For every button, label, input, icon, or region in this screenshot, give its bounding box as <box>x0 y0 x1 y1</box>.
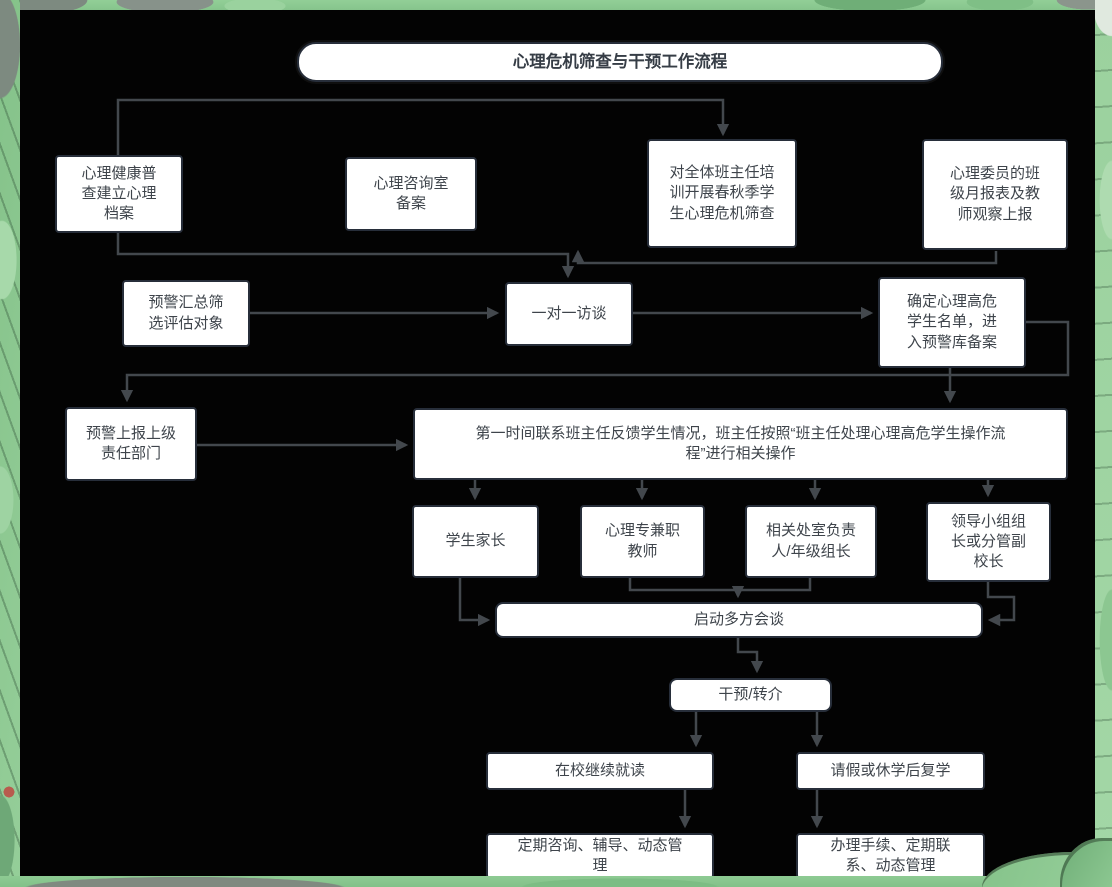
node-intervention-referral: 干预/转介 <box>669 678 832 712</box>
connector-survey-to-training <box>116 98 730 156</box>
node-warning-screening: 预警汇总筛 选评估对象 <box>122 280 250 347</box>
painted-frame-left <box>0 0 20 887</box>
node-stay-in-school: 在校继续就读 <box>486 752 714 790</box>
node-one-on-one-interview: 一对一访谈 <box>505 282 633 346</box>
connector-survey-to-interview <box>116 232 575 279</box>
connector-monthlyreport-to-junction <box>571 249 998 265</box>
painted-frame-top <box>0 0 1112 10</box>
connector-psychteacher-merge <box>628 578 738 592</box>
node-parents: 学生家长 <box>412 505 539 578</box>
flowchart-title: 心理危机筛查与干预工作流程 <box>297 42 943 82</box>
connector-meeting-to-intervention <box>736 638 764 674</box>
painted-frame-bottom <box>0 876 1112 887</box>
connector-leader-to-meeting <box>986 582 1016 627</box>
node-leave-followup: 办理手续、定期联 系、动态管理 <box>796 833 985 879</box>
node-leader-group: 领导小组组 长或分管副 校长 <box>926 502 1051 582</box>
node-psych-teacher: 心理专兼职 教师 <box>580 505 705 578</box>
node-leave-or-resume: 请假或休学后复学 <box>796 752 985 790</box>
node-notify-head-teacher: 第一时间联系班主任反馈学生情况，班主任按照“班主任处理心理高危学生操作流 程”进… <box>413 408 1068 480</box>
node-stay-followup: 定期咨询、辅导、动态管 理 <box>486 833 714 879</box>
connector-depthead-merge <box>738 578 812 592</box>
node-dept-head: 相关处室负责 人/年级组长 <box>745 505 877 578</box>
node-counseling-room: 心理咨询室 备案 <box>345 157 477 231</box>
node-multiparty-meeting: 启动多方会谈 <box>495 602 983 638</box>
painted-frame-right <box>1095 0 1112 887</box>
node-teacher-training: 对全体班主任培 训开展春秋季学 生心理危机筛查 <box>647 139 797 248</box>
node-report-upward: 预警上报上级 责任部门 <box>65 407 197 481</box>
node-health-survey: 心理健康普 查建立心理 档案 <box>55 155 183 233</box>
connector-parents-to-meeting <box>458 578 491 627</box>
connector-risklist-to-reportup <box>120 320 1070 403</box>
node-monthly-report: 心理委员的班 级月报表及教 师观察上报 <box>922 139 1068 250</box>
node-risk-list: 确定心理高危 学生名单，进 入预警库备案 <box>878 277 1026 368</box>
